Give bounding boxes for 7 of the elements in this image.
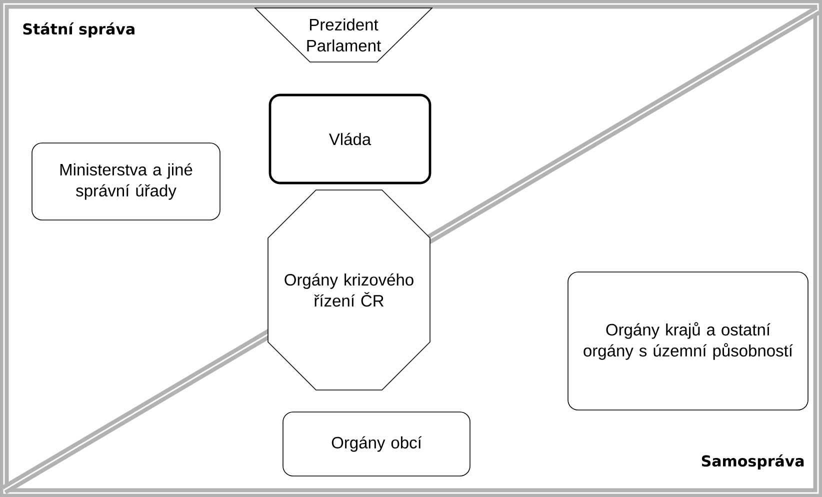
process-box: Ministerstva a jiné správní úřady [32,142,220,220]
octagon-box: Orgány krizového řízení ČR [268,190,430,390]
process-box: Orgány krajů a ostatní orgány s územní působností [568,272,808,410]
section-label: Samospráva [702,454,804,470]
process-box: Vláda [268,94,432,184]
section-label: Státní správa [23,22,134,38]
process-box: Orgány obcí [282,412,470,476]
